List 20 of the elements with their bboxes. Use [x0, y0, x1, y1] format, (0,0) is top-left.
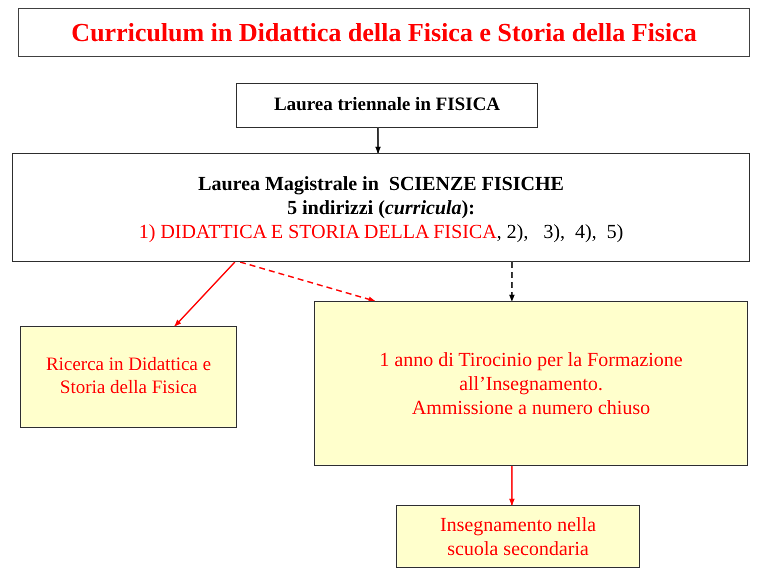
node-text: Ricerca in Didattica e Storia della Fisica [44, 354, 212, 400]
node-subheading: 5 indirizzi (curricula): [287, 196, 475, 220]
process-box [12, 153, 750, 262]
process-box [314, 301, 748, 466]
arrow [240, 261, 376, 302]
node-text: Ammissione a numero chiuso [412, 396, 650, 420]
arrow [375, 128, 381, 154]
node-text: Laurea triennale in FISICA [274, 94, 500, 117]
curriculum-list: , 2), 3), 4), 5) [496, 220, 624, 244]
process-box [236, 83, 538, 128]
arrow [509, 262, 515, 302]
node-text: Insegnamento nella scuola secondaria [438, 512, 598, 560]
process-box [20, 326, 237, 428]
title: Curriculum in Didattica della Fisica e Storia della Fisica [18, 8, 750, 57]
arrow [509, 466, 515, 506]
node-text: 1 anno di Tirocinio per la Formazione all’Insegnamento. [378, 348, 684, 396]
process-box [396, 505, 640, 568]
curriculum-highlight: 1) DIDATTICA E STORIA DELLA FISICA [138, 220, 497, 244]
node-heading: Laurea Magistrale in SCIENZE FISICHE [198, 172, 564, 196]
arrow [174, 261, 236, 327]
